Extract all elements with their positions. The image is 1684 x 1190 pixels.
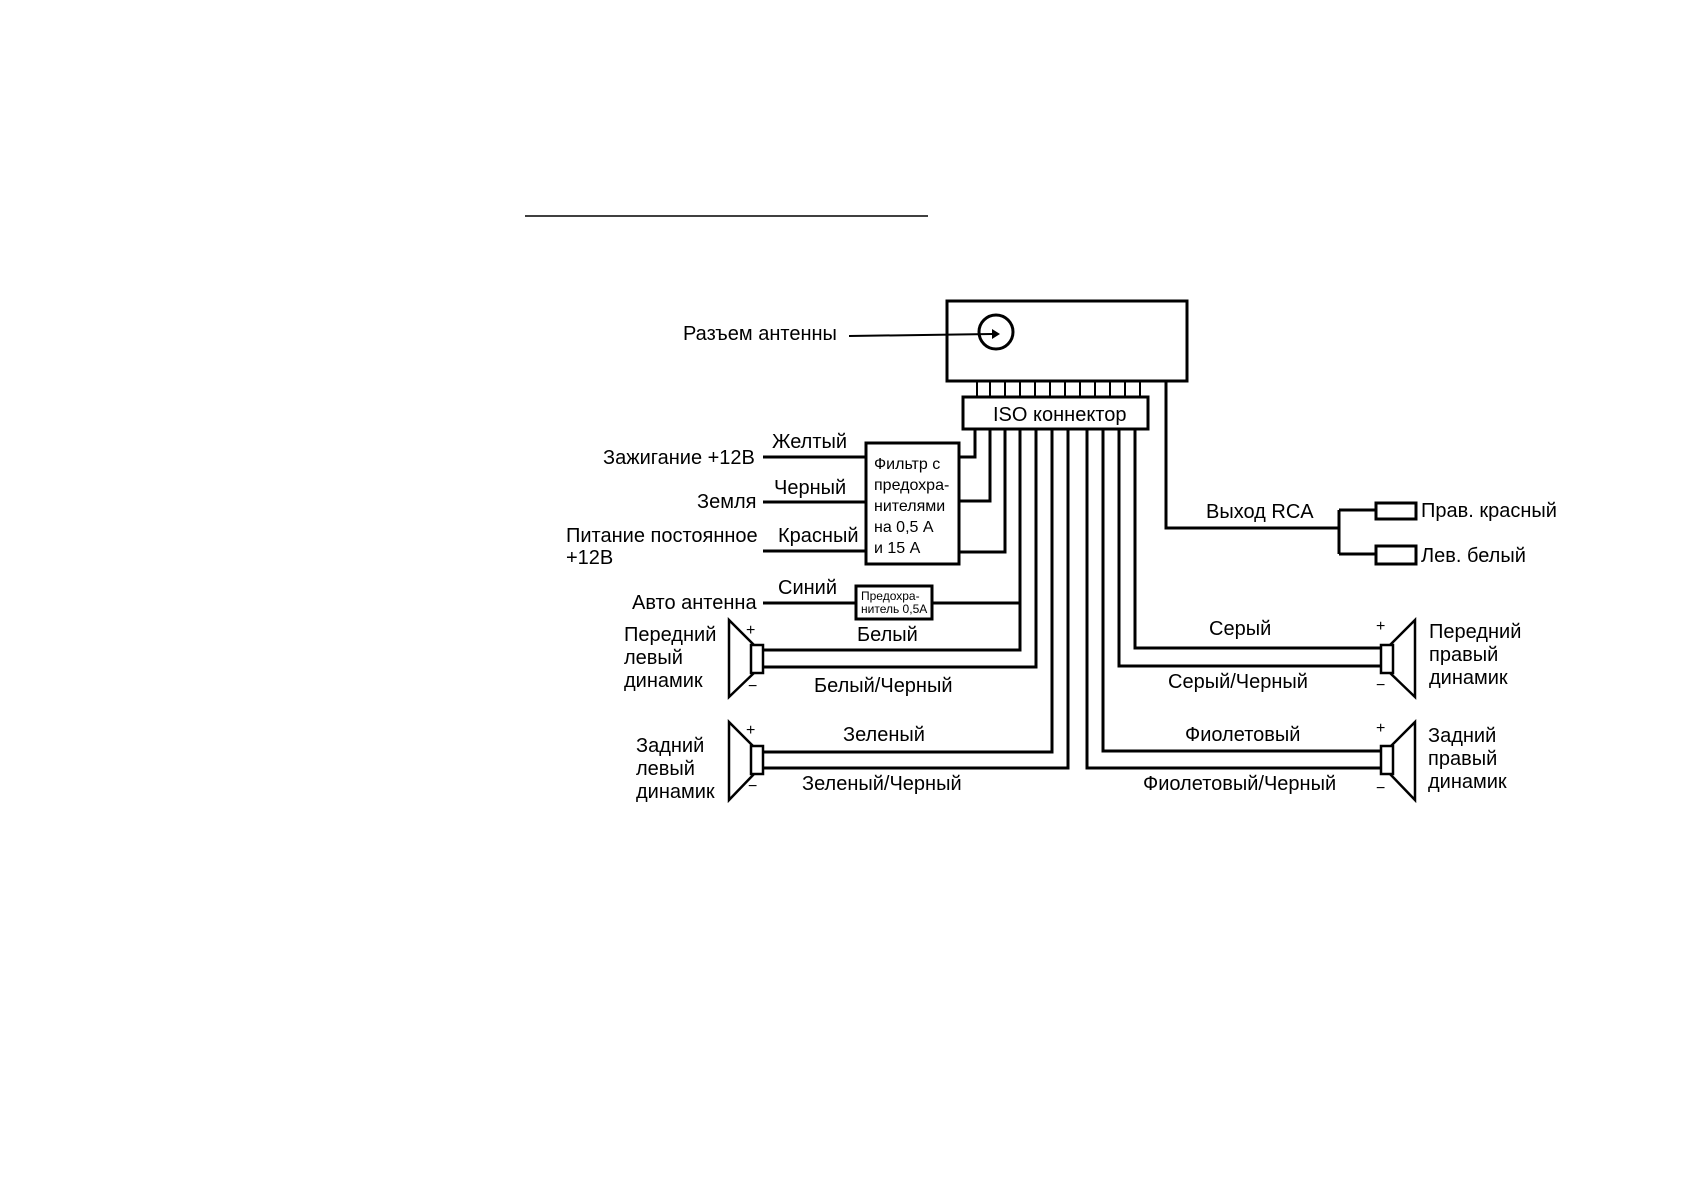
constant-power-label-1: Питание постоянное [566, 525, 758, 547]
auto-antenna-label: Авто антенна [632, 592, 757, 614]
iso-connector: ISO коннектор [961, 395, 1150, 431]
wire-green-black-label: Зеленый/Черный [802, 773, 962, 795]
front-right-speaker-icon [1379, 616, 1417, 700]
rear-right-plus: + [1376, 720, 1385, 737]
wire-violet-black-label: Фиолетовый/Черный [1143, 773, 1336, 795]
filter-text-5: и 15 А [874, 540, 921, 557]
ignition-label: Зажигание +12В [603, 447, 755, 469]
front-right-minus: − [1376, 677, 1385, 694]
rear-left-plus: + [746, 722, 755, 739]
front-right-speaker-label-2: правый [1429, 644, 1498, 666]
rear-left-minus: − [748, 778, 757, 795]
wire-white-label: Белый [857, 624, 918, 646]
fuse-text-1: Предохра- [861, 589, 920, 603]
wire-black-label: Черный [774, 477, 846, 499]
filter-text-3: нителями [874, 498, 945, 515]
rca-right-plug [1374, 501, 1418, 521]
filter-text-1: Фильтр с [874, 456, 940, 473]
front-left-speaker-label-1: Передний [624, 624, 716, 646]
front-left-plus: + [746, 622, 755, 639]
iso-connector-label: ISO коннектор [993, 404, 1126, 426]
fuse-text-2: нитель 0,5А [861, 602, 927, 616]
rear-right-speaker-label-1: Задний [1428, 725, 1496, 747]
front-right-speaker-label-1: Передний [1429, 621, 1521, 643]
ground-label: Земля [697, 491, 756, 513]
constant-power-label-2: +12В [566, 547, 613, 569]
wire-yellow-label: Желтый [772, 431, 847, 453]
rear-left-speaker-icon [727, 718, 765, 804]
wire-blue-label: Синий [778, 577, 837, 599]
head-unit [848, 299, 1189, 397]
rca-left-label: Лев. белый [1421, 545, 1526, 567]
rear-right-speaker-label-3: динамик [1428, 771, 1507, 793]
front-right-speaker-label-3: динамик [1429, 667, 1508, 689]
front-left-speaker-label-2: левый [624, 647, 683, 669]
front-right-plus: + [1376, 618, 1385, 635]
wire-green-label: Зеленый [843, 724, 925, 746]
antenna-socket-icon [977, 313, 1015, 351]
front-left-speaker-label-3: динамик [624, 670, 703, 692]
antenna-connector-label: Разъем антенны [683, 323, 837, 345]
fuse-filter-box: Фильтр с предохра- нителями на 0,5 А и 1… [864, 441, 961, 566]
rear-right-speaker-icon [1379, 718, 1417, 804]
wire-violet-label: Фиолетовый [1185, 724, 1300, 746]
wire-white-black-label: Белый/Черный [814, 675, 953, 697]
front-left-speaker-icon [727, 616, 765, 700]
connector-pins [976, 381, 1141, 397]
rca-output-label: Выход RCA [1206, 501, 1314, 523]
rear-left-speaker-label-2: левый [636, 758, 695, 780]
wire-red-label: Красный [778, 525, 859, 547]
wire-gray-black-label: Серый/Черный [1168, 671, 1308, 693]
rear-left-speaker-label-1: Задний [636, 735, 704, 757]
filter-text-4: на 0,5 А [874, 519, 934, 536]
rear-left-speaker-label-3: динамик [636, 781, 715, 803]
front-left-minus: − [748, 678, 757, 695]
rca-right-label: Прав. красный [1421, 500, 1557, 522]
wire-gray-label: Серый [1209, 618, 1271, 640]
filter-text-2: предохра- [874, 477, 949, 494]
rear-right-minus: − [1376, 780, 1385, 797]
rca-left-plug [1374, 544, 1418, 566]
rear-right-speaker-label-2: правый [1428, 748, 1497, 770]
